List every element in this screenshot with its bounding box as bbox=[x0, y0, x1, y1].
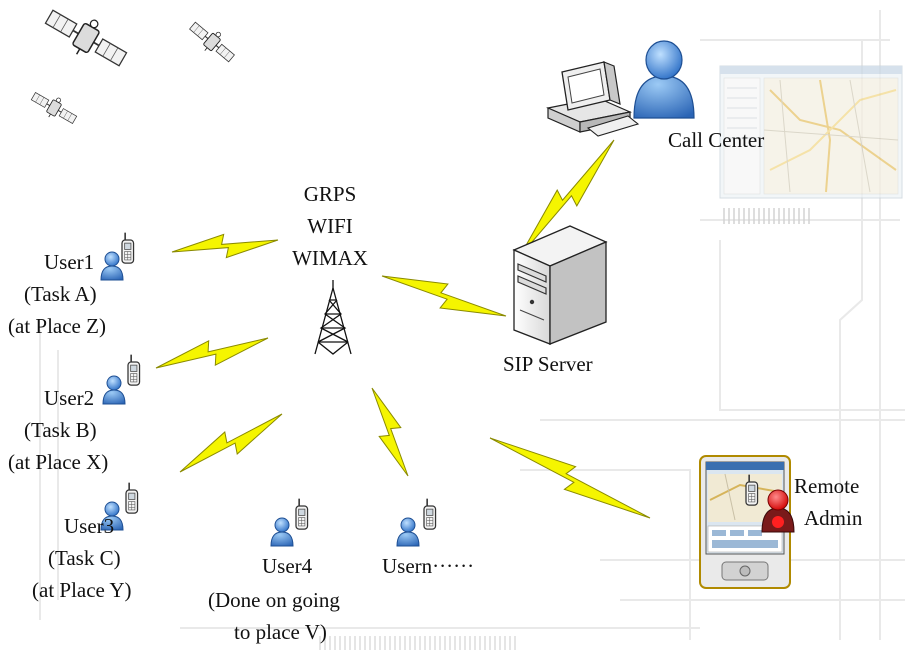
user1-person-icon bbox=[100, 251, 124, 281]
user1-task: (Task A) bbox=[24, 282, 97, 306]
usern-name: Usern······ bbox=[382, 554, 475, 578]
call-center-map-thumbnail bbox=[719, 65, 903, 199]
user2-person-icon bbox=[102, 375, 126, 405]
phone-icon bbox=[295, 497, 309, 530]
remote-admin-label-line1: Remote bbox=[794, 474, 860, 498]
pda-device-icon bbox=[699, 455, 791, 589]
user2-place: (at Place X) bbox=[8, 450, 109, 474]
call-center-agent-icon bbox=[633, 40, 695, 119]
sip-server-label: SIP Server bbox=[503, 352, 593, 376]
network-label-gprs: GRPS bbox=[303, 182, 357, 206]
user2-task: (Task B) bbox=[24, 418, 97, 442]
computer-icon bbox=[546, 61, 640, 137]
link-server-callcenter-lightning bbox=[519, 139, 615, 257]
user1-name: User1 bbox=[44, 250, 95, 274]
link-network-server-lightning bbox=[381, 275, 507, 317]
remote-admin-label-line2: Admin bbox=[804, 506, 863, 530]
wireless-links bbox=[155, 139, 651, 519]
user3-place: (at Place Y) bbox=[32, 578, 132, 602]
user1-place: (at Place Z) bbox=[8, 314, 106, 338]
link-user3-network-lightning bbox=[179, 413, 283, 473]
phone-icon bbox=[423, 497, 437, 530]
phone-icon bbox=[127, 353, 141, 386]
usern-person-icon bbox=[396, 517, 420, 547]
link-usern-network-lightning bbox=[371, 387, 409, 477]
remote-admin-person-icon bbox=[761, 489, 795, 533]
phone-icon bbox=[121, 231, 135, 264]
user4-status-line2: to place V) bbox=[234, 620, 327, 644]
satellite-icon bbox=[38, 0, 134, 77]
sip-server-icon bbox=[512, 225, 608, 345]
user4-person-icon bbox=[270, 517, 294, 547]
link-user1-network-lightning bbox=[171, 233, 279, 259]
user4-status-line1: (Done on going bbox=[208, 588, 340, 612]
link-user2-network-lightning bbox=[155, 337, 269, 369]
satellite-icon bbox=[184, 15, 240, 68]
call-center-label: Call Center bbox=[668, 128, 765, 152]
link-network-remoteadmin-lightning bbox=[489, 437, 651, 519]
user2-name: User2 bbox=[44, 386, 95, 410]
user4-name: User4 bbox=[262, 554, 313, 578]
network-label-wimax: WIMAX bbox=[292, 246, 368, 270]
satellite-icon bbox=[27, 85, 81, 130]
phone-icon bbox=[125, 481, 139, 514]
user3-task: (Task C) bbox=[48, 546, 121, 570]
antenna-tower-icon bbox=[314, 280, 352, 355]
user3-name: User3 bbox=[64, 514, 115, 538]
network-label-wifi: WIFI bbox=[307, 214, 353, 238]
